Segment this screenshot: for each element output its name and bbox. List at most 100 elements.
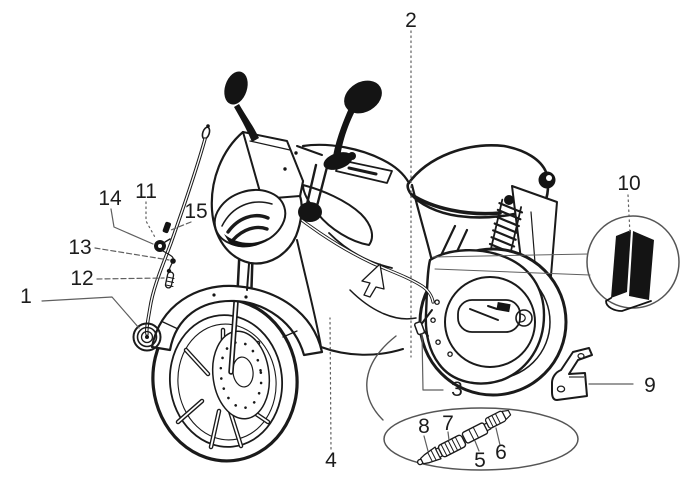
throttle-grip: [323, 152, 353, 170]
case-marks: [469, 305, 499, 321]
seat-shadow: [410, 193, 502, 216]
callout-label-5: 5: [474, 449, 486, 472]
coil-ring-inner: [140, 330, 154, 344]
leader-4: [329, 317, 332, 450]
case-knob-curl: [519, 313, 526, 323]
leader-15: [170, 221, 192, 231]
clamp-screw-tip: [164, 238, 171, 243]
fender-screw-2: [244, 295, 248, 299]
small-screw-13: [170, 258, 176, 264]
leader-1: [41, 296, 140, 329]
case-knob: [515, 309, 533, 327]
handlebar: [296, 145, 329, 208]
headlight-fill-wedge: [224, 234, 268, 248]
callout-label-11: 11: [135, 180, 157, 203]
bracket-hole-upper: [577, 353, 585, 360]
leader-7: [447, 431, 450, 441]
lower-frame-edge: [296, 239, 322, 348]
cable-clamp-parts: [154, 221, 176, 289]
fork-slider-hilite: [229, 300, 238, 374]
cable-ferrule: [162, 221, 171, 234]
part-5-barrel: [461, 422, 492, 444]
part-5-bands: [468, 426, 480, 441]
front-fender: [150, 284, 324, 357]
side-cover-line: [349, 289, 417, 320]
coil-ring-mid: [136, 326, 158, 348]
coil-ring-outer: [132, 322, 162, 352]
leader-11: [145, 201, 157, 240]
left-mirror-stalk: [234, 104, 259, 142]
callout-label-14: 14: [98, 187, 122, 210]
callout-label-13: 13: [68, 236, 91, 259]
adjuster-spring-12: [164, 271, 175, 289]
callout-label-2: 2: [405, 9, 417, 32]
left-mirror-icon: [224, 71, 248, 105]
leader-6: [495, 427, 501, 446]
headlight-reflector-arc: [221, 201, 273, 227]
balloon-tail: [366, 335, 397, 421]
callout-label-12: 12: [70, 267, 93, 290]
callout-label-6: 6: [495, 441, 507, 464]
cable-inner: [146, 138, 206, 335]
right-mirror-stalk: [333, 108, 355, 158]
front-rim-outer: [168, 314, 284, 448]
leader-8: [423, 435, 429, 452]
part-8-nipple: [416, 446, 442, 466]
disc-bolt-ring: [219, 340, 263, 410]
part-8-ribs: [427, 449, 437, 462]
part-7-ribs: [440, 436, 462, 456]
right-mirror-icon: [344, 80, 382, 114]
callout-label-10: 10: [617, 172, 640, 195]
fairing-screw-1: [294, 151, 298, 155]
grab-slot: [347, 166, 378, 176]
part-9-bracket: [551, 347, 593, 401]
fender-detail: [162, 321, 298, 338]
stem-clamp: [298, 202, 322, 222]
leader-3: [421, 333, 444, 391]
motorcycle-illustration: [132, 71, 568, 463]
leader-12: [96, 277, 165, 280]
callout-label-9: 9: [644, 374, 656, 397]
part-6-cone: [501, 409, 512, 420]
body-top-edge: [301, 143, 411, 185]
callout-label-1: 1: [20, 285, 32, 308]
callout-label-7: 7: [442, 412, 454, 435]
routing-arrow: [361, 263, 385, 298]
steering-stem: [305, 163, 329, 208]
brake-cable-inner: [267, 191, 434, 303]
front-rim-inner: [177, 323, 277, 441]
ink-filled-parts: [212, 71, 556, 313]
callout-label-15: 15: [184, 200, 207, 223]
part-6-ribs: [487, 413, 501, 428]
backplate-bolts: [430, 299, 453, 358]
callout-label-4: 4: [325, 449, 337, 472]
cable-tip: [206, 124, 210, 128]
bracket-hole-lower: [556, 385, 566, 393]
fairing-chin: [246, 263, 250, 291]
fairing-screw-2: [283, 167, 287, 171]
drum-cover: [444, 276, 536, 368]
shock-top-mount: [504, 195, 514, 205]
cable-clamp-center: [158, 244, 162, 248]
case-dark-tab: [496, 302, 511, 313]
body-panels: [296, 143, 417, 356]
leader-10: [627, 194, 631, 235]
callout-label-8: 8: [418, 415, 430, 438]
cable-coil-end: [132, 322, 162, 352]
tail-knob-hilite: [546, 175, 552, 181]
part-10-right-fold: [629, 231, 654, 300]
speedometer-cable: [132, 124, 211, 352]
part-10-left-fold: [611, 230, 631, 298]
part-10-base-flange: [605, 297, 652, 312]
front-fairing: [210, 130, 305, 291]
headlight-hatch: [226, 213, 270, 242]
brake-lever: [296, 145, 323, 156]
callout-label-3: 3: [451, 378, 463, 401]
part-7-adjuster: [435, 434, 467, 458]
balloon-parts: [416, 409, 512, 466]
leader-5: [474, 440, 480, 452]
front-wheel: [151, 297, 299, 463]
spring-rings: [165, 276, 175, 287]
